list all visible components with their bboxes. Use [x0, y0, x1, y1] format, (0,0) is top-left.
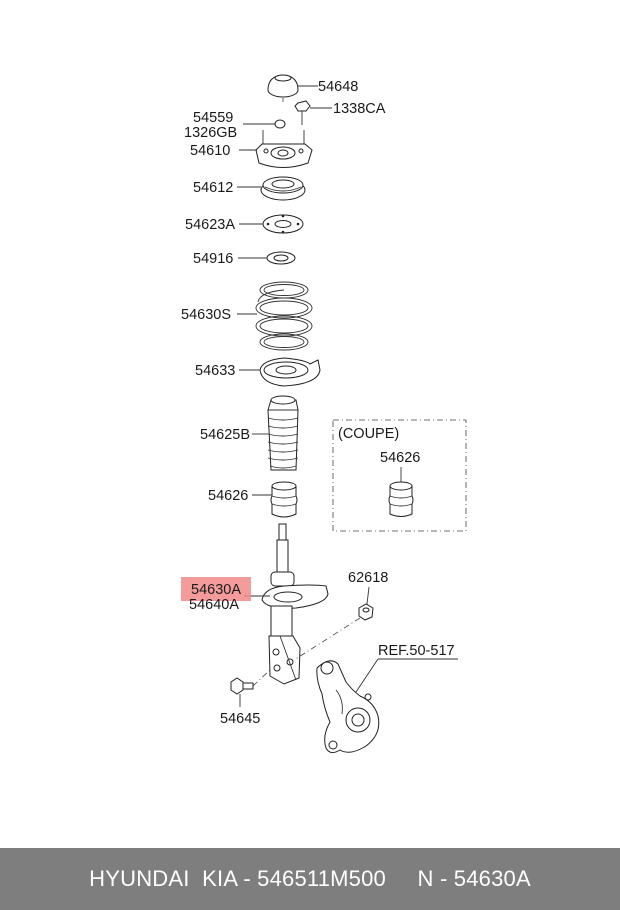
label-1326gb: 1326GB: [184, 125, 237, 141]
part-54612-bearing: [260, 176, 306, 201]
coupe-variant-box: [332, 419, 467, 532]
part-54630s-spring: [255, 281, 313, 351]
part-54559-nut: [274, 119, 286, 129]
part-54916-pad: [266, 251, 296, 265]
label-54640a: 54640A: [189, 597, 239, 613]
label-ref: REF.50-517: [378, 643, 455, 659]
label-54630a: 54630A: [191, 582, 241, 598]
part-54648-cap: [267, 74, 299, 98]
part-62618-nut: [358, 603, 374, 621]
part-54645-bolt: [230, 677, 254, 695]
label-54916: 54916: [193, 251, 233, 267]
footer-text: HYUNDAI KIA - 546511M500 N - 54630A: [89, 866, 531, 891]
label-54648: 54648: [318, 79, 358, 95]
coupe-part-label: 54626: [380, 450, 420, 466]
part-54630a-strut: [261, 523, 329, 685]
part-54633-lower-seat: [259, 357, 321, 387]
label-1338ca: 1338CA: [333, 101, 386, 117]
footer-bar: HYUNDAI KIA - 546511M500 N - 54630A: [0, 848, 620, 910]
label-62618: 62618: [348, 570, 388, 586]
part-54625b-boot: [267, 395, 299, 471]
label-54625b: 54625B: [200, 427, 250, 443]
coupe-title: (COUPE): [338, 426, 399, 442]
label-54630s: 54630S: [181, 307, 231, 323]
label-54633: 54633: [195, 363, 235, 379]
label-54626: 54626: [208, 488, 248, 504]
label-54623a: 54623A: [185, 217, 235, 233]
coupe-bump-stop: [388, 481, 414, 517]
part-54626-bump-stop: [270, 481, 298, 518]
label-54645: 54645: [220, 711, 260, 727]
label-54610: 54610: [190, 143, 230, 159]
part-steering-knuckle: [316, 660, 380, 754]
part-1338ca-nut: [294, 100, 311, 125]
part-54610-mount: [255, 130, 313, 168]
strut-assembly-diagram: 54648 1338CA 54559 1326GB 54610 54612: [181, 74, 467, 754]
label-54612: 54612: [193, 180, 233, 196]
label-54559: 54559: [193, 110, 233, 126]
highlight-54630a: [181, 577, 251, 601]
part-54623a-seat: [262, 214, 304, 234]
